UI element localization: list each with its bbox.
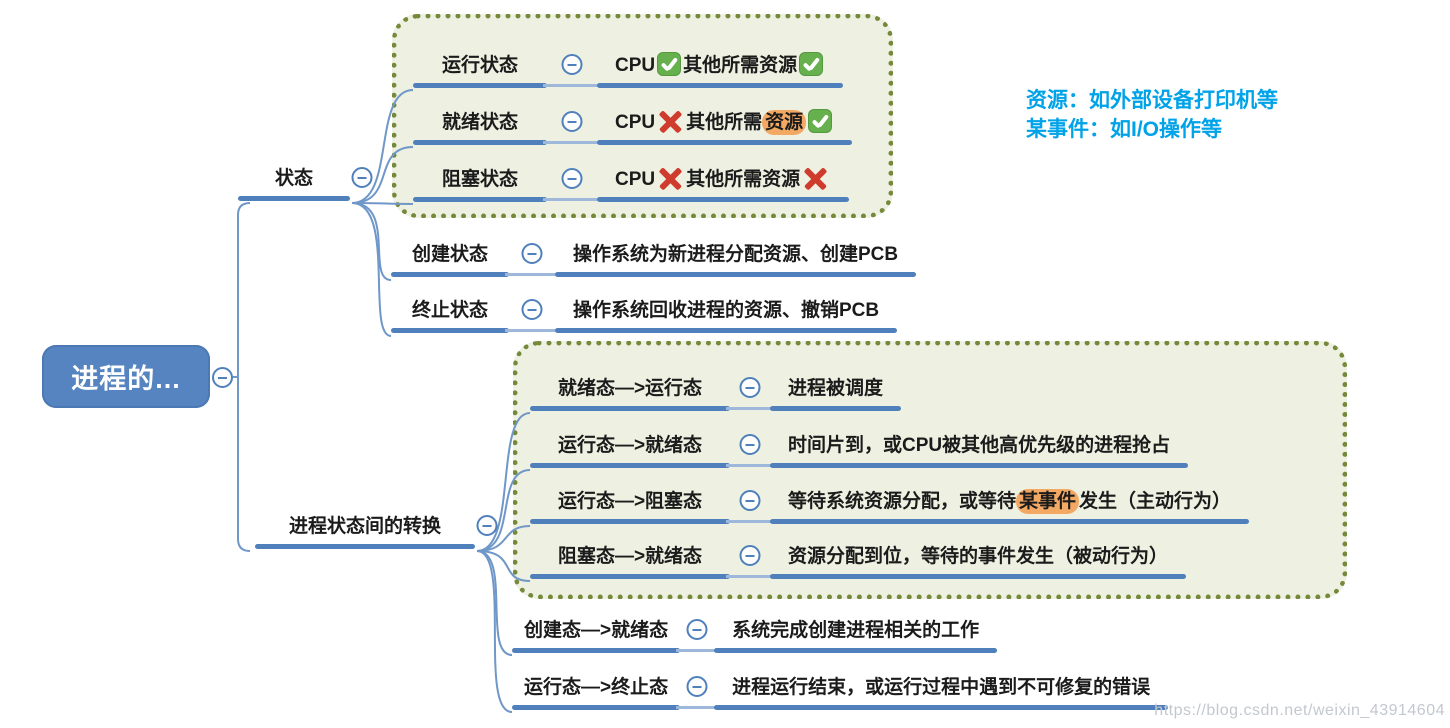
collapse-icon[interactable] (739, 377, 761, 398)
collapse-gap (475, 514, 499, 549)
cross-icon (802, 166, 829, 190)
collapse-gap (676, 675, 719, 710)
collapse-gap (726, 489, 774, 524)
collapse-gap (505, 298, 559, 333)
cross-icon (657, 109, 684, 133)
collapse-gap (350, 166, 374, 201)
topic-row-terminate-state: 终止状态 操作系统回收进程的资源、撤销PCB (391, 298, 898, 333)
collapse-gap (726, 376, 774, 411)
collapse-icon[interactable] (561, 168, 583, 189)
check-icon (799, 52, 824, 76)
branch-transitions: 进程状态间的转换 (255, 514, 499, 549)
collapse-icon[interactable] (561, 111, 583, 132)
collapse-gap (726, 544, 774, 579)
states-topic[interactable]: 状态 (238, 166, 350, 201)
note-line-resource: 资源：如外部设备打印机等 (1026, 89, 1278, 112)
terminate-state-topic[interactable]: 终止状态 (391, 298, 509, 333)
topic-row-running-to-terminated: 运行态—>终止态 进程运行结束，或运行过程中遇到不可修复的错误 (512, 675, 1169, 710)
collapse-icon[interactable] (521, 243, 543, 264)
running-to-ready-topic[interactable]: 运行态—>就绪态 (530, 433, 730, 468)
collapse-icon[interactable] (521, 299, 543, 320)
topic-row-ready-to-running: 就绪态—>运行态 进程被调度 (530, 376, 902, 411)
create-to-ready-topic[interactable]: 创建态—>就绪态 (512, 618, 681, 653)
create-state-detail[interactable]: 操作系统为新进程分配资源、创建PCB (555, 242, 917, 277)
collapse-icon[interactable] (739, 434, 761, 455)
collapse-icon[interactable] (739, 490, 761, 511)
running-to-terminated-topic[interactable]: 运行态—>终止态 (512, 675, 681, 710)
ready-to-running-topic[interactable]: 就绪态—>运行态 (530, 376, 730, 411)
ready-to-running-detail[interactable]: 进程被调度 (770, 376, 902, 411)
collapse-gap (543, 166, 601, 202)
transitions-boundary-box (513, 341, 1347, 599)
check-icon (657, 52, 682, 76)
ready-state-topic[interactable]: 就绪状态 (413, 110, 547, 145)
blocked-state-topic[interactable]: 阻塞状态 (413, 167, 547, 202)
running-to-blocked-detail[interactable]: 等待系统资源分配，或等待某事件发生（主动行为） (770, 489, 1250, 524)
running-to-ready-detail[interactable]: 时间片到，或CPU被其他高优先级的进程抢占 (770, 433, 1189, 468)
note-annotation: 资源：如外部设备打印机等 某事件：如I/O操作等 (1026, 86, 1278, 144)
highlighted-text: 资源 (762, 110, 807, 135)
collapse-icon[interactable] (739, 545, 761, 566)
topic-row-blocked-to-ready: 阻塞态—>就绪态 资源分配到位，等待的事件发生（被动行为） (530, 544, 1187, 579)
root-topic[interactable]: 进程的... (42, 345, 210, 408)
collapse-icon[interactable] (212, 367, 233, 388)
collapse-gap (543, 52, 601, 88)
running-to-terminated-detail[interactable]: 进程运行结束，或运行过程中遇到不可修复的错误 (714, 675, 1169, 710)
create-to-ready-detail[interactable]: 系统完成创建进程相关的工作 (714, 618, 998, 653)
cross-icon (657, 166, 684, 190)
collapse-icon[interactable] (686, 676, 708, 697)
terminate-state-detail[interactable]: 操作系统回收进程的资源、撤销PCB (555, 298, 898, 333)
collapse-icon[interactable] (686, 619, 708, 640)
collapse-icon[interactable] (476, 515, 498, 536)
highlighted-text: 某事件 (1016, 489, 1080, 514)
topic-row-create-state: 创建状态 操作系统为新进程分配资源、创建PCB (391, 242, 917, 277)
branch-states: 状态 (238, 166, 374, 201)
check-icon (808, 109, 833, 133)
collapse-gap (543, 109, 601, 145)
topic-row-running-to-ready: 运行态—>就绪态 时间片到，或CPU被其他高优先级的进程抢占 (530, 433, 1189, 468)
collapse-gap (676, 618, 719, 653)
topic-row-running-to-blocked: 运行态—>阻塞态 等待系统资源分配，或等待某事件发生（主动行为） (530, 489, 1250, 524)
collapse-gap (726, 433, 774, 468)
collapse-gap (505, 242, 559, 277)
transitions-topic[interactable]: 进程状态间的转换 (255, 514, 475, 549)
create-state-topic[interactable]: 创建状态 (391, 242, 509, 277)
collapse-icon[interactable] (561, 54, 583, 75)
collapse-icon[interactable] (351, 167, 373, 188)
running-state-topic[interactable]: 运行状态 (413, 53, 547, 88)
topic-row-create-to-ready: 创建态—>就绪态 系统完成创建进程相关的工作 (512, 618, 998, 653)
blocked-to-ready-topic[interactable]: 阻塞态—>就绪态 (530, 544, 730, 579)
running-to-blocked-topic[interactable]: 运行态—>阻塞态 (530, 489, 730, 524)
watermark-url: https://blog.csdn.net/weixin_43914604 (1154, 702, 1445, 719)
note-line-event: 某事件：如I/O操作等 (1026, 118, 1223, 141)
blocked-to-ready-detail[interactable]: 资源分配到位，等待的事件发生（被动行为） (770, 544, 1187, 579)
